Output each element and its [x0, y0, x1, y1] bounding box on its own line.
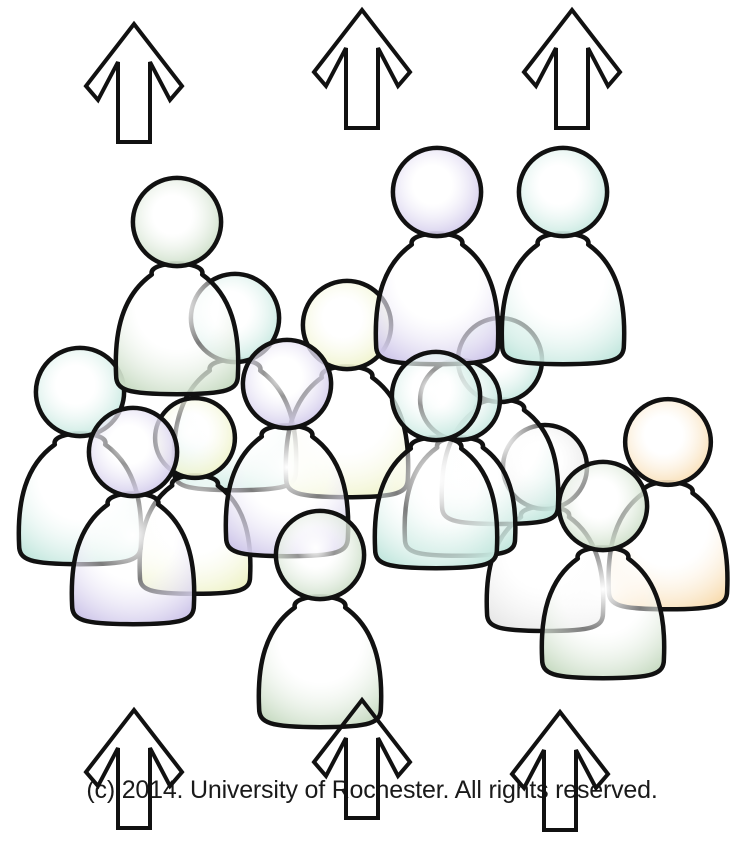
copyright-text: (c) 2014. University of Rochester. All r… [0, 776, 740, 805]
figure-teal-top-right-head [519, 148, 607, 236]
figure-teal-top-right [502, 148, 624, 364]
figure-purple-center-head [243, 340, 331, 428]
figure-teal-top-right-body [502, 233, 624, 364]
figure-green-bottom-head [276, 511, 364, 599]
figure-purple-top-body [376, 233, 498, 364]
crowd-group [19, 148, 728, 727]
figure-green-right-head [559, 462, 647, 550]
figure-orange-right-head [625, 399, 711, 485]
figure-purple-left-head [89, 408, 177, 496]
figure-teal-center-head [392, 352, 480, 440]
figure-green-top-left-head [133, 178, 221, 266]
figure-green-bottom [259, 511, 381, 727]
figure-green-bottom-body [259, 596, 381, 727]
figure-purple-top-head [393, 148, 481, 236]
figure-purple-top [376, 148, 498, 364]
